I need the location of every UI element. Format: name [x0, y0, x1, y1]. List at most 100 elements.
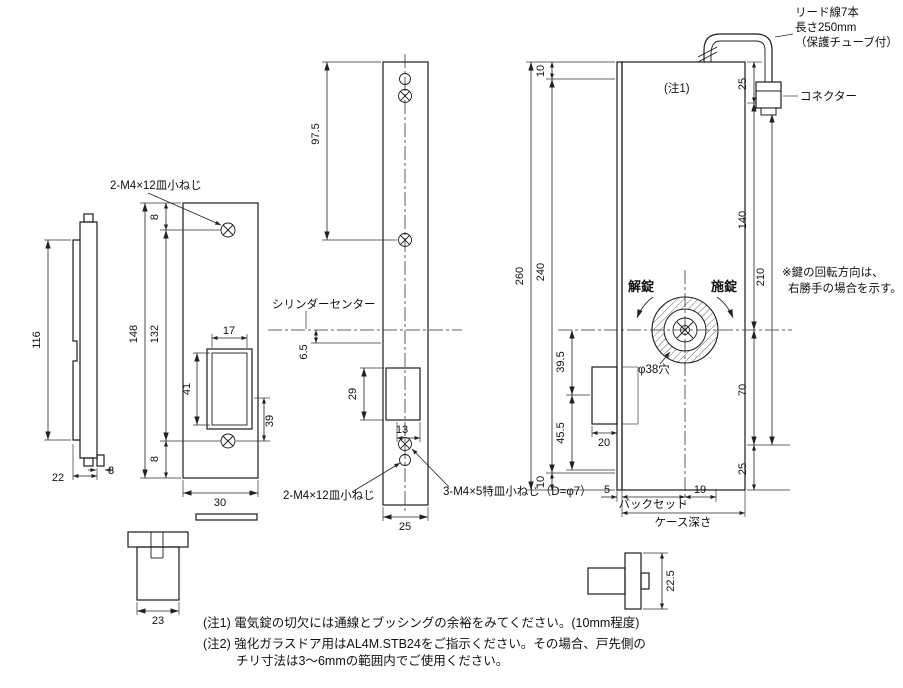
wire-label-3: （保護チューブ付） [795, 35, 898, 49]
cylinder-center-text: シリンダーセンター [272, 297, 376, 311]
wire-break-mark [697, 46, 718, 58]
front-plate-view: シリンダーセンター 97.5 6.5 [268, 54, 592, 533]
lead-wire: (注1) リード線7本 長さ250mm （保護チューブ付） コネクター [664, 5, 898, 116]
case-end-view: 22.5 [587, 552, 677, 610]
lock-text: 施錠 [711, 279, 738, 294]
dim-70-text: 70 [737, 384, 749, 396]
screw-label-special-text: 3-M4×5特皿小ねじ（D=φ7） [443, 484, 592, 498]
plate-edge-view [195, 513, 258, 521]
lock-direction: 施錠 [711, 279, 738, 319]
dim-260-text: 260 [514, 267, 526, 285]
rotation-note-line1: ※鍵の回転方向は、 [782, 265, 884, 279]
faceplate-view: 148 132 8 8 17 41 39 [110, 179, 276, 509]
screw-label-top-text: 2-M4×12皿小ねじ [110, 179, 202, 192]
unlock-direction: 解錠 [627, 279, 655, 319]
case-view: 260 240 10 10 39.5 45.5 20 [514, 61, 792, 529]
dim-39-5-text: 39.5 [555, 351, 567, 372]
dim-39-5: 39.5 [555, 330, 590, 396]
dim-22-text: 22 [52, 472, 64, 484]
dim-210-text: 210 [755, 268, 767, 286]
dim-240-and-10: 240 10 10 [535, 62, 615, 490]
dim-148-text: 148 [128, 325, 140, 343]
dim-29: 29 [347, 367, 384, 421]
dim-25-bottom-text: 25 [737, 463, 749, 475]
dim-148: 148 [128, 202, 181, 479]
hole-label-text: φ38穴 [638, 362, 670, 376]
wire-label-2: 長さ250mm [795, 21, 856, 34]
dim-25-plate-text: 25 [399, 521, 411, 533]
dim-41-text: 41 [181, 383, 193, 395]
dim-39: 39 [236, 397, 276, 442]
dim-116: 116 [31, 239, 71, 441]
side-plate-outline [72, 213, 105, 467]
dim-3: 3 [88, 465, 114, 477]
screw-hole-bottom [220, 433, 236, 449]
screw-hole-top [220, 222, 236, 238]
rotation-note-line2: 右勝手の場合を示す。 [788, 281, 902, 295]
dim-10-top-text: 10 [535, 65, 547, 77]
connector-label: コネクター [783, 90, 857, 103]
dim-20-text: 20 [598, 437, 610, 449]
screw-label-special: 3-M4×5特皿小ねじ（D=φ7） [411, 448, 592, 498]
front-plate-cutout [385, 367, 421, 421]
dim-45-5: 45.5 [555, 395, 615, 471]
dim-25-top-text: 25 [737, 78, 749, 90]
dim-6-5: 6.5 [298, 330, 381, 360]
wire-break-mark [697, 51, 718, 63]
dim-8-top-text: 8 [149, 214, 161, 220]
dim-13-text: 13 [396, 424, 408, 436]
dim-10-bottom-text: 10 [535, 476, 547, 488]
dim-116-text: 116 [31, 331, 43, 349]
dim-41: 41 [181, 352, 210, 426]
backset-label: バックセット [619, 498, 688, 511]
front-plate-holes [398, 73, 412, 466]
dim-29-text: 29 [347, 388, 359, 400]
dim-39-text: 39 [264, 415, 276, 427]
dim-17: 17 [211, 325, 248, 348]
footnotes: (注1) 電気錠の切欠には通線とブッシングの余裕をみてください。(10mm程度)… [203, 615, 646, 668]
dim-22: 22 [52, 444, 98, 484]
screw-label-top: 2-M4×12皿小ねじ [110, 179, 222, 226]
note1-ref-text: (注1) [664, 81, 690, 95]
dim-3-text: 3 [108, 465, 114, 477]
dim-97-5: 97.5 [310, 61, 397, 241]
dim-240-text: 240 [535, 263, 547, 281]
wire-labels: リード線7本 長さ250mm （保護チューブ付） [774, 5, 898, 49]
faceplate-outline [182, 202, 259, 479]
wire-label-1: リード線7本 [795, 5, 859, 19]
rotation-note: ※鍵の回転方向は、 右勝手の場合を示す。 [782, 265, 902, 295]
dim-right-chain: 25 140 70 25 210 [737, 61, 790, 491]
dim-17-text: 17 [223, 325, 235, 337]
connector [755, 81, 782, 116]
screw-label-bottom-text: 2-M4×12皿小ねじ [283, 489, 375, 502]
cylinder-center-label: シリンダーセンター [272, 297, 376, 329]
dim-132-and-8: 132 8 8 [149, 203, 221, 478]
dim-23-text: 23 [152, 615, 164, 627]
footnote-3: チリ寸法は3～6mmの範囲内でご使用ください。 [236, 653, 508, 668]
dim-25-plate: 25 [382, 507, 429, 533]
dim-19-text: 19 [694, 484, 706, 496]
dim-8-bottom-text: 8 [149, 456, 161, 462]
case-outline [591, 61, 746, 491]
side-plate-view: 116 22 3 [31, 213, 114, 484]
dim-260: 260 [514, 61, 615, 491]
connector-label-text: コネクター [800, 90, 857, 103]
case-bottom-dims: 5 バックセット 19 ケース深さ [601, 484, 746, 529]
front-plate-outline [382, 61, 429, 506]
footnote-2: (注2) 強化ガラスドア用はAL4M.STB24をご指示ください。その場合、戸先… [203, 636, 646, 651]
dim-20: 20 [591, 426, 618, 449]
dim-45-5-text: 45.5 [555, 422, 567, 443]
dim-22-5-text: 22.5 [665, 570, 677, 591]
dim-140-text: 140 [737, 211, 749, 229]
case-depth-label: ケース深さ [655, 515, 712, 529]
dim-30-text: 30 [214, 497, 226, 509]
dim-5-text: 5 [604, 484, 610, 496]
dim-132-text: 132 [149, 325, 161, 343]
cap-view: 23 [127, 531, 189, 627]
faceplate-cutout [206, 348, 253, 430]
screw-label-bottom: 2-M4×12皿小ねじ [283, 462, 401, 502]
footnote-1: (注1) 電気錠の切欠には通線とブッシングの余裕をみてください。(10mm程度) [203, 615, 639, 630]
dim-6-5-text: 6.5 [298, 344, 310, 359]
dim-13: 13 [396, 422, 421, 442]
